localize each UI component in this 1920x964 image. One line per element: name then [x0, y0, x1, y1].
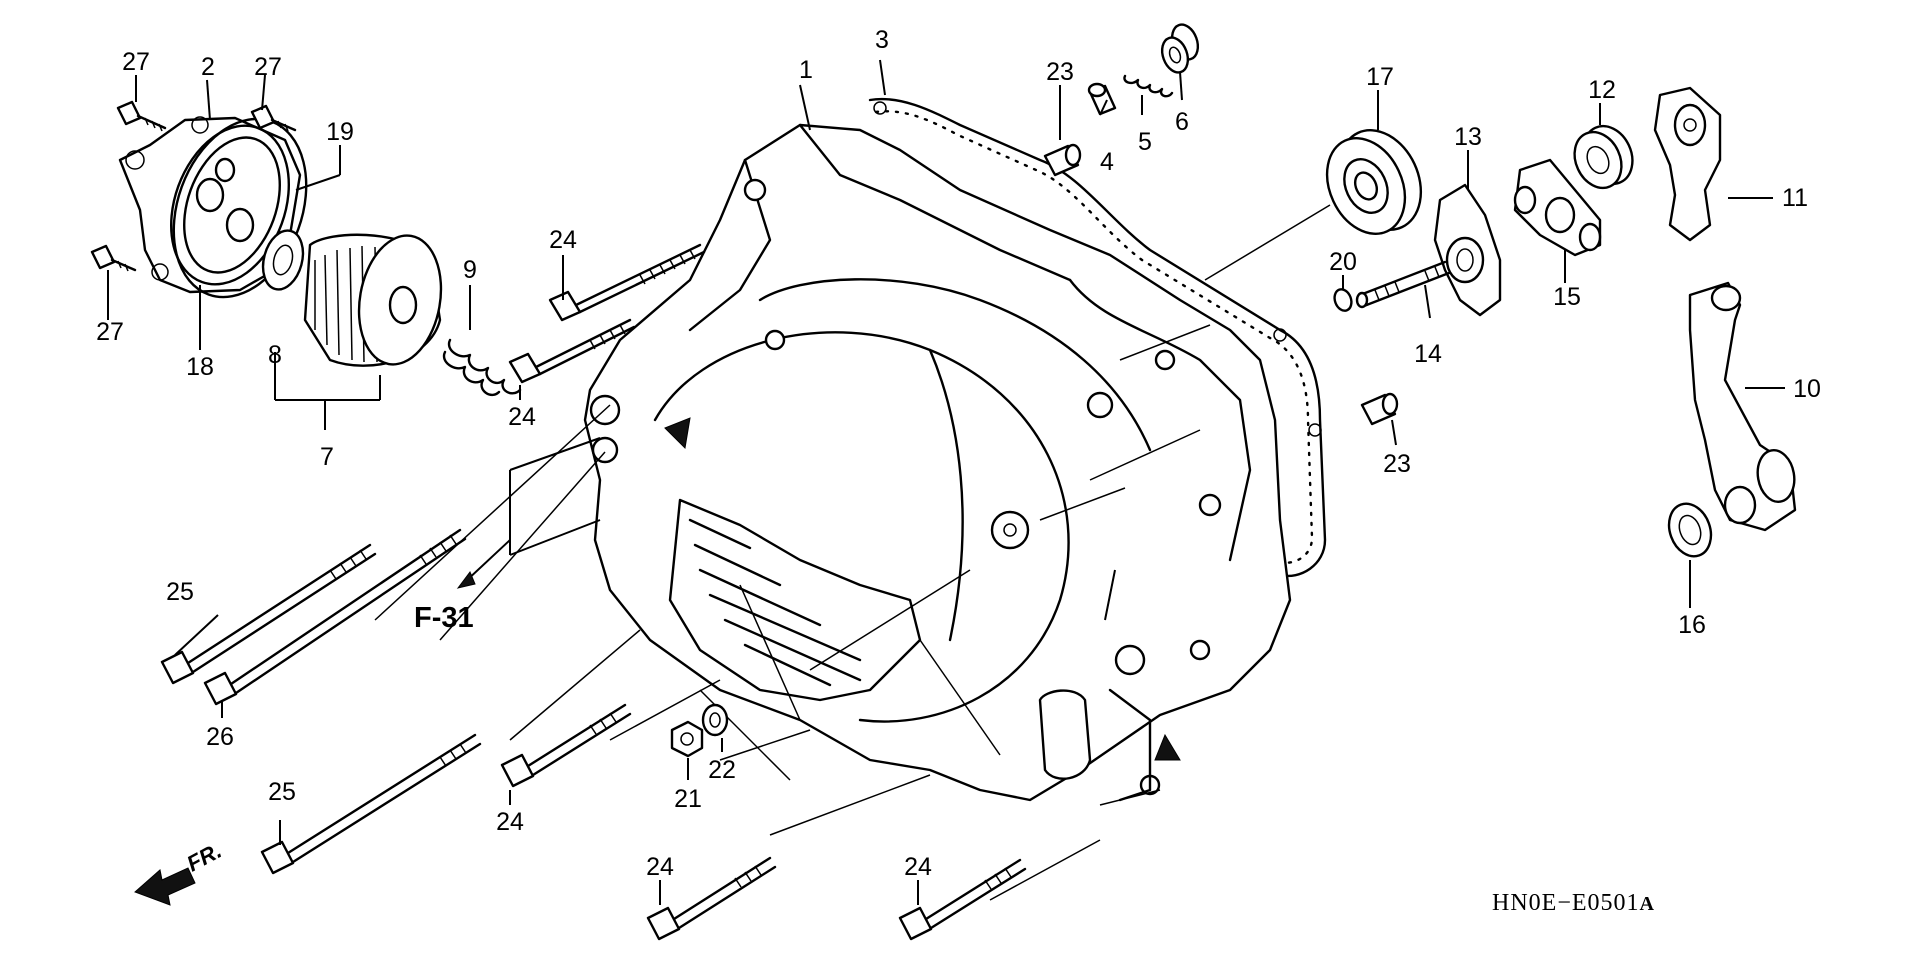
dowel-pin-top — [1043, 143, 1082, 177]
lever-10-part — [1688, 281, 1797, 532]
callout-24-mid: 24 — [496, 808, 524, 836]
callout-6: 6 — [1175, 108, 1189, 136]
callout-15: 15 — [1553, 283, 1581, 311]
arm-11-part — [1653, 86, 1722, 242]
bolt-24-low-b — [898, 858, 1027, 941]
spring-part — [442, 338, 522, 397]
callout-22: 22 — [708, 756, 736, 784]
bolt-26 — [203, 528, 467, 706]
callout-16: 16 — [1678, 611, 1706, 639]
callout-24-low-a: 24 — [646, 853, 674, 881]
plug-6-part — [1160, 23, 1200, 74]
bolt-24-low-a — [646, 856, 777, 941]
plate-13-part — [1433, 183, 1502, 317]
callout-13: 13 — [1454, 123, 1482, 151]
callout-2: 2 — [201, 53, 215, 81]
bolt-25-b — [260, 733, 482, 875]
callout-labels: 1 2 3 4 5 6 7 8 9 10 11 12 13 14 15 16 1… — [96, 26, 1821, 881]
callout-8: 8 — [268, 341, 282, 369]
callout-14: 14 — [1414, 340, 1442, 368]
bolt-27-b — [250, 104, 297, 132]
callout-ticks — [107, 71, 1785, 905]
callout-25-a: 25 — [166, 578, 194, 606]
front-direction-indicator: FR. — [134, 838, 226, 906]
callout-21: 21 — [674, 785, 702, 813]
callout-24-top: 24 — [549, 226, 577, 254]
callout-19: 19 — [326, 118, 354, 146]
seal-part — [261, 229, 305, 291]
oil-filter-part — [303, 233, 443, 367]
washer-16-part — [1667, 502, 1713, 558]
filter-cover-part — [118, 116, 302, 294]
callout-23-top: 23 — [1046, 58, 1074, 86]
drawing-code-text: HN0E−E0501A — [1492, 890, 1655, 916]
nut-part — [670, 720, 704, 758]
seal-12-part — [1573, 124, 1634, 190]
callout-20: 20 — [1329, 248, 1357, 276]
vent-ribs — [688, 518, 862, 687]
reference-label: F-31 — [414, 602, 474, 634]
callout-24-low-b: 24 — [904, 853, 932, 881]
callout-7: 7 — [320, 443, 334, 471]
callout-1: 1 — [799, 56, 813, 84]
bolt-27-c — [90, 244, 137, 272]
callout-11: 11 — [1782, 184, 1808, 212]
bolt-27-a — [116, 100, 167, 132]
callout-23-right: 23 — [1383, 450, 1411, 478]
callout-18: 18 — [186, 353, 214, 381]
shaft-14-part — [1355, 260, 1451, 309]
spring-5-part — [1123, 74, 1174, 98]
callout-17: 17 — [1366, 63, 1394, 91]
callout-12: 12 — [1588, 76, 1616, 104]
dowel-pin-right — [1360, 392, 1399, 426]
gasket-part — [868, 97, 1327, 702]
bolt-25-a — [160, 543, 377, 685]
bolt-24-top-b — [508, 318, 636, 384]
front-arrow-icon — [134, 867, 196, 906]
bearing-part — [1325, 129, 1423, 236]
bolt-24-mid — [500, 703, 632, 788]
crankcase-cover-part — [583, 123, 1292, 802]
callout-10: 10 — [1793, 375, 1821, 403]
washer-part — [701, 703, 729, 737]
callout-26: 26 — [206, 723, 234, 751]
leader-lines — [274, 59, 1331, 901]
callout-24-upper: 24 — [508, 403, 536, 431]
drawing-code: HN0E−E0501A — [1492, 890, 1655, 916]
callout-9: 9 — [463, 256, 477, 284]
washer-20-part — [1333, 288, 1353, 312]
callout-3: 3 — [875, 26, 889, 54]
callout-5: 5 — [1138, 128, 1152, 156]
callout-27-c: 27 — [96, 318, 124, 346]
callout-27-a: 27 — [122, 48, 150, 76]
callout-25-b: 25 — [268, 778, 296, 806]
plate-15-part — [1513, 158, 1602, 257]
callout-4: 4 — [1100, 148, 1114, 176]
pin-4-part — [1087, 82, 1117, 116]
callout-27-b: 27 — [254, 53, 282, 81]
